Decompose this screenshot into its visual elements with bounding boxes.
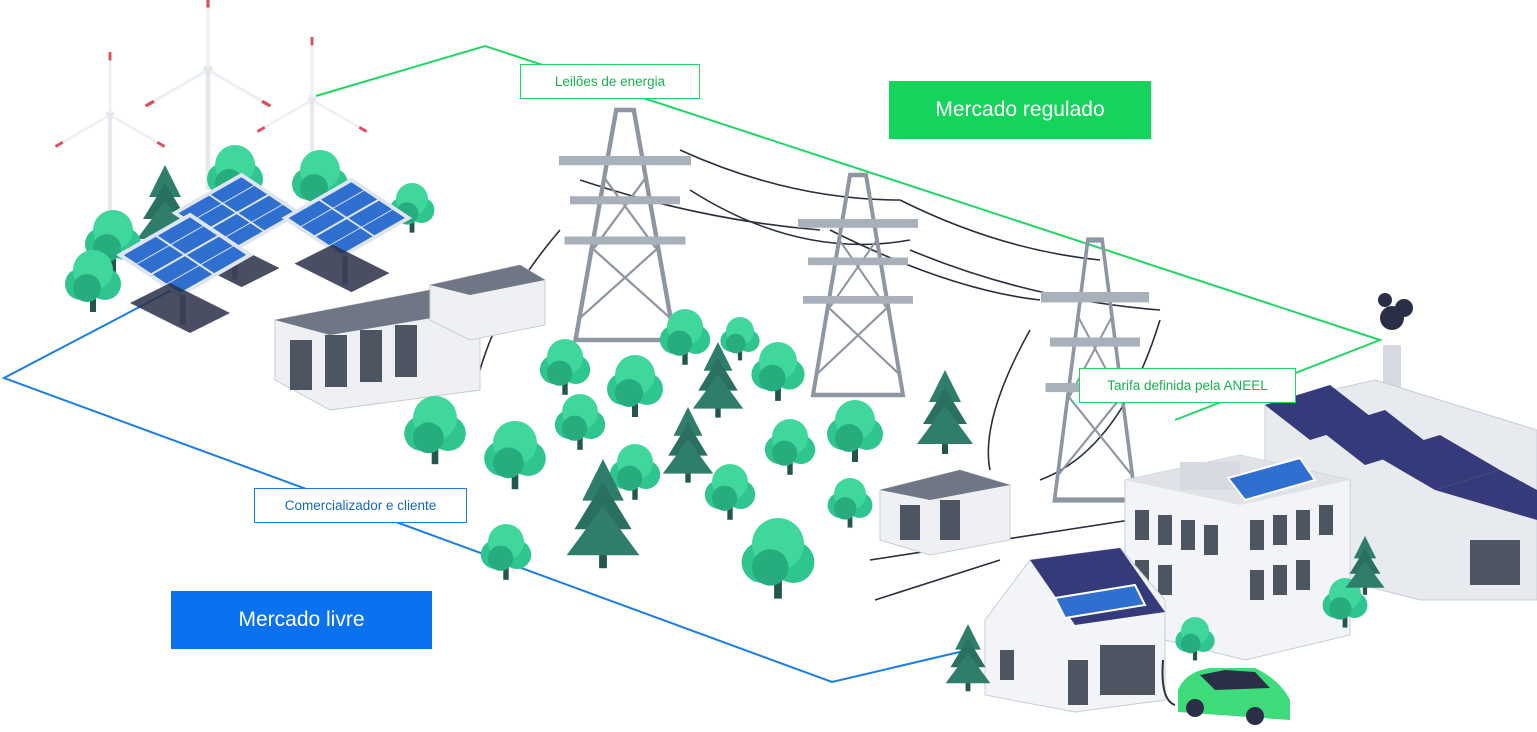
free-market-outline: [1, 269, 969, 684]
auction-label: Leilões de energia: [520, 64, 700, 99]
tree-icon: [404, 309, 973, 599]
transformer-icon: [879, 469, 1011, 556]
free-market-banner: Mercado livre: [171, 591, 432, 649]
battery-storage-icon: [274, 264, 546, 411]
trader-client-label: Comercializador e cliente: [254, 488, 467, 523]
office-building-icon: [1124, 454, 1351, 661]
regulated-market-banner: Mercado regulado: [889, 81, 1151, 139]
electric-car-icon: [1161, 659, 1290, 725]
tariff-label: Tarifa definida pela ANEEL: [1079, 368, 1296, 403]
house-icon: [984, 547, 1166, 713]
